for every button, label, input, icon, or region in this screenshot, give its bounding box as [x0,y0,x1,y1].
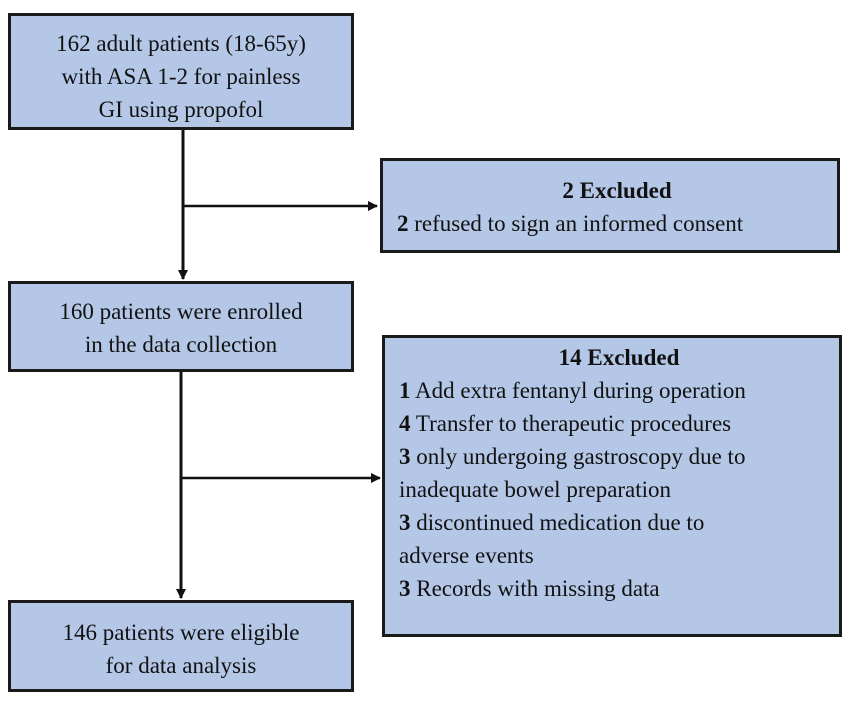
excluded-count: 4 [399,411,411,436]
excluded-item: 3 only undergoing gastroscopy due to [399,440,839,473]
excluded-item-continuation: adverse events [399,543,534,568]
excluded-second-title: 14 Excluded [558,345,680,370]
excluded-count: 2 [397,211,409,236]
excluded-count: 3 [399,576,411,601]
excluded-count: 1 [399,378,411,403]
excluded-item-continuation: inadequate bowel preparation [399,477,672,502]
excluded-reason: discontinued medication due to [410,510,705,535]
excluded-reason: Records with missing data [410,576,660,601]
excluded-first-title: 2 Excluded [562,178,672,203]
excluded-reason: Add extra fentanyl during operation [410,378,746,403]
initial-line-1: 162 adult patients (18-65y) [56,31,306,56]
enrolled-patients-box: 160 patients were enrolled in the data c… [8,281,354,372]
excluded-second-box: 14 Excluded 1 Add extra fentanyl during … [382,335,842,637]
enrolled-line-1: 160 patients were enrolled [59,299,303,324]
eligible-line-2: for data analysis [105,653,257,678]
excluded-item: 1 Add extra fentanyl during operation [399,374,839,407]
excluded-count: 3 [399,444,411,469]
eligible-line-1: 146 patients were eligible [62,620,300,645]
initial-line-2: with ASA 1-2 for painless [61,64,301,89]
eligible-patients-box: 146 patients were eligible for data anal… [8,600,354,692]
excluded-reason: Transfer to therapeutic procedures [410,411,732,436]
initial-line-3: GI using propofol [98,97,264,122]
excluded-item: 4 Transfer to therapeutic procedures [399,407,839,440]
excluded-count: 3 [399,510,411,535]
excluded-first-item: 2 refused to sign an informed consent [397,207,837,240]
excluded-item: 3 Records with missing data [399,572,839,605]
excluded-reason: only undergoing gastroscopy due to [410,444,746,469]
excluded-item: 3 discontinued medication due to [399,506,839,539]
excluded-first-box: 2 Excluded 2 refused to sign an informed… [380,158,840,253]
initial-patients-box: 162 adult patients (18-65y) with ASA 1-2… [8,13,354,130]
excluded-reason: refused to sign an informed consent [408,211,744,236]
enrolled-line-2: in the data collection [84,332,278,357]
